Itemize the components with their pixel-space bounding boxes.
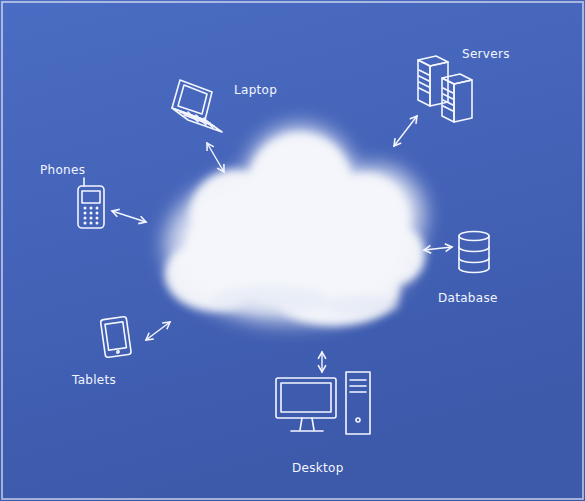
device-label: Desktop — [292, 461, 344, 475]
desktop-icon — [276, 372, 370, 434]
device-label-box: Laptop — [234, 80, 277, 98]
database-icon — [459, 232, 489, 273]
device-label-box: Database — [438, 288, 498, 306]
device-label: Servers — [462, 47, 510, 61]
device-label: Phones — [40, 163, 85, 177]
device-label-box: Servers — [462, 44, 510, 62]
device-label-box: Desktop — [292, 458, 344, 476]
servers-icon — [418, 56, 472, 122]
device-label: Tablets — [72, 373, 116, 387]
double-arrows — [112, 116, 452, 372]
phone-icon — [78, 178, 104, 228]
device-label: Laptop — [234, 83, 277, 97]
device-label-box: Tablets — [72, 370, 116, 388]
laptop-icon — [172, 80, 222, 132]
tablet-icon — [100, 316, 131, 357]
cloud — [165, 125, 425, 326]
device-label: Database — [438, 291, 498, 305]
device-label-box: Phones — [40, 160, 85, 178]
